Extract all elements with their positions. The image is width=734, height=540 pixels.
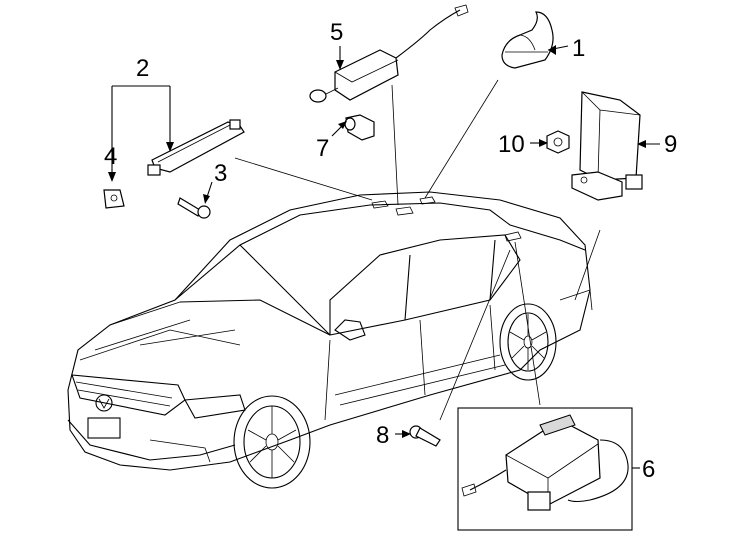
antenna-amplifier-module <box>147 119 245 176</box>
callout-9: 9 <box>664 131 677 158</box>
callout-1: 1 <box>572 35 585 62</box>
nut-10 <box>546 130 570 154</box>
shark-fin-antenna <box>501 11 554 69</box>
callout-5: 5 <box>330 19 343 46</box>
callout-6: 6 <box>642 456 655 483</box>
sedan-illustration <box>67 191 593 489</box>
screw-3 <box>177 197 211 219</box>
antenna-cable-module <box>309 4 469 103</box>
callout-10: 10 <box>498 131 525 158</box>
leader-lines <box>234 79 601 421</box>
callout-4: 4 <box>104 143 117 170</box>
callout-8: 8 <box>376 422 389 449</box>
callout-arrows <box>108 45 660 469</box>
inset-box-6 <box>457 407 633 531</box>
sensor-7 <box>344 114 375 141</box>
screw-8 <box>409 425 441 447</box>
callout-7: 7 <box>316 135 329 162</box>
callout-2: 2 <box>136 55 149 82</box>
callout-3: 3 <box>214 160 227 187</box>
clip-4 <box>103 189 125 209</box>
antenna-amplifier-panel <box>571 91 643 201</box>
